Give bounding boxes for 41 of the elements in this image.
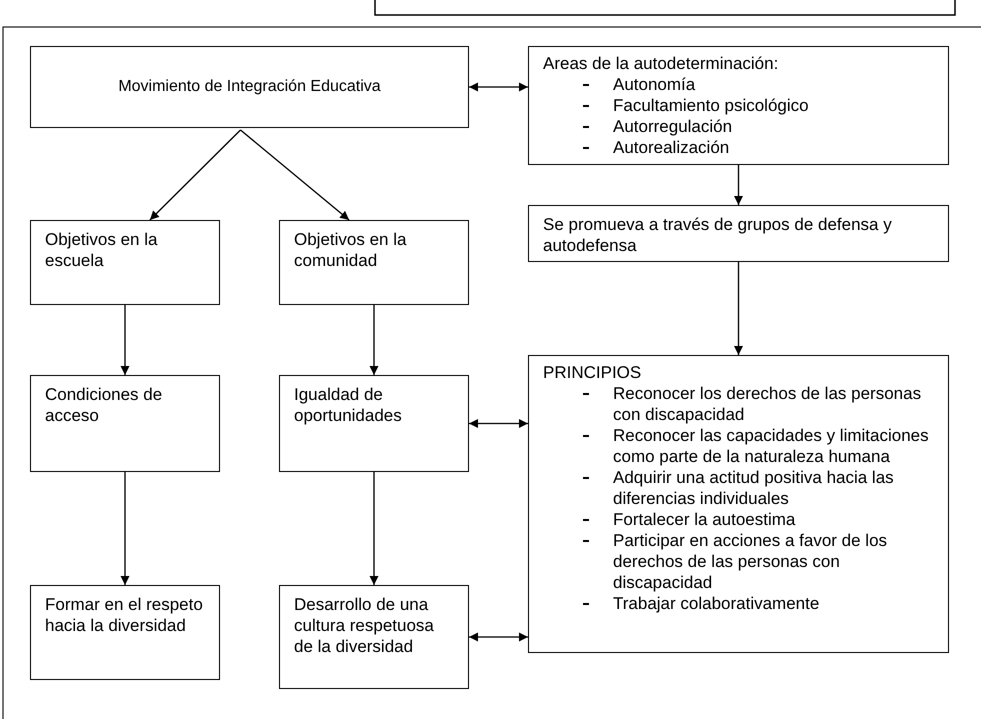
list-item: Autonomía	[613, 74, 696, 95]
arrow	[469, 632, 528, 642]
list-item: Facultamiento psicológico	[613, 95, 810, 116]
list-item: Fortalecer la autoestima	[613, 509, 796, 530]
arrow	[469, 82, 528, 92]
arrow	[370, 305, 378, 375]
list-item: Reconocer las capacidades y limitaciones como parte de la naturaleza humana	[613, 425, 930, 467]
process-box	[528, 205, 949, 262]
list-item: Adquirir una actitud positiva hacia las diferencias individuales	[613, 467, 895, 509]
process-box	[279, 220, 469, 305]
arrow	[149, 130, 241, 220]
list-item: Reconocer los derechos de las personas con discapacidad	[613, 383, 922, 425]
process-box	[30, 220, 220, 305]
list-item: Participar en acciones a favor de los derechos de las personas con discapacidad	[613, 530, 888, 593]
process-box	[279, 585, 469, 689]
box-text: Igualdad de oportunidades	[294, 384, 403, 426]
list-item: Autorealización	[613, 137, 730, 158]
arrow	[370, 472, 378, 585]
list-item: Autorregulación	[613, 116, 734, 137]
arrow	[469, 419, 528, 428]
arrow	[120, 305, 130, 375]
process-box	[30, 46, 469, 128]
box-heading: PRINCIPIOS	[543, 362, 642, 383]
box-heading: Areas de la autodeterminación:	[543, 53, 780, 74]
list-item: Trabajar colaborativamente	[613, 593, 820, 614]
box-text: Se promueva a través de grupos de defensa y autodefensa	[543, 214, 893, 256]
arrow	[120, 472, 130, 585]
list-box	[528, 355, 949, 653]
arrow	[734, 262, 743, 355]
list-box	[528, 46, 949, 165]
box-text: Condiciones de acceso	[45, 384, 164, 426]
box-text: Movimiento de Integración Educativa	[118, 77, 381, 97]
box-text: Objetivos en la escuela	[45, 229, 158, 271]
arrow	[240, 130, 350, 220]
arrow	[734, 165, 743, 205]
box-text: Desarrollo de una cultura respetuosa de la diversidad	[294, 594, 435, 657]
box-text: Formar en el respeto hacia la diversidad	[45, 594, 204, 636]
process-box	[279, 375, 469, 472]
process-box	[30, 375, 220, 472]
process-box	[30, 585, 220, 680]
box-text: Objetivos en la comunidad	[294, 229, 408, 271]
